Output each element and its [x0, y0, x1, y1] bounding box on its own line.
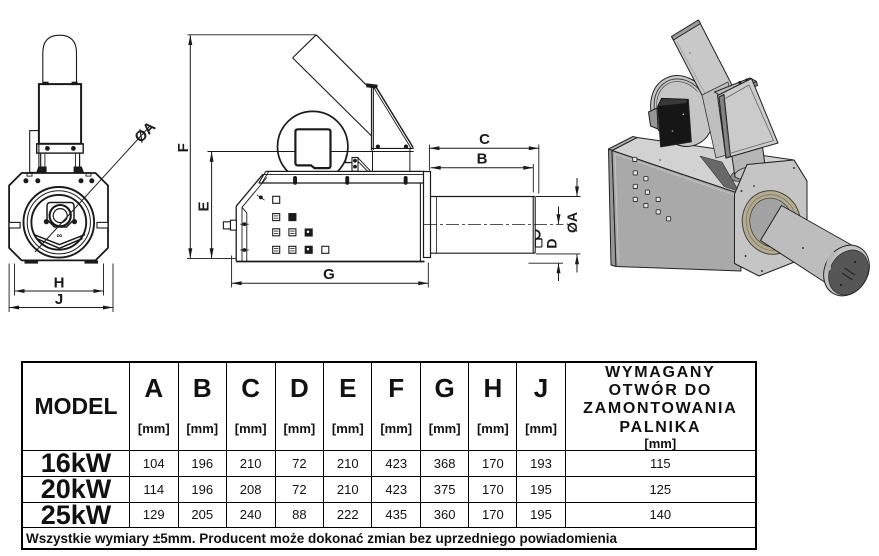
svg-text:J: J — [55, 291, 63, 308]
svg-text:∞: ∞ — [57, 231, 63, 240]
svg-text:F: F — [175, 143, 192, 152]
svg-text:ØA: ØA — [564, 212, 580, 233]
svg-text:E: E — [196, 201, 213, 211]
svg-text:B: B — [477, 151, 488, 168]
svg-text:G: G — [323, 266, 335, 283]
svg-text:D: D — [544, 238, 560, 248]
svg-text:H: H — [54, 275, 65, 292]
svg-text:C: C — [479, 131, 490, 148]
